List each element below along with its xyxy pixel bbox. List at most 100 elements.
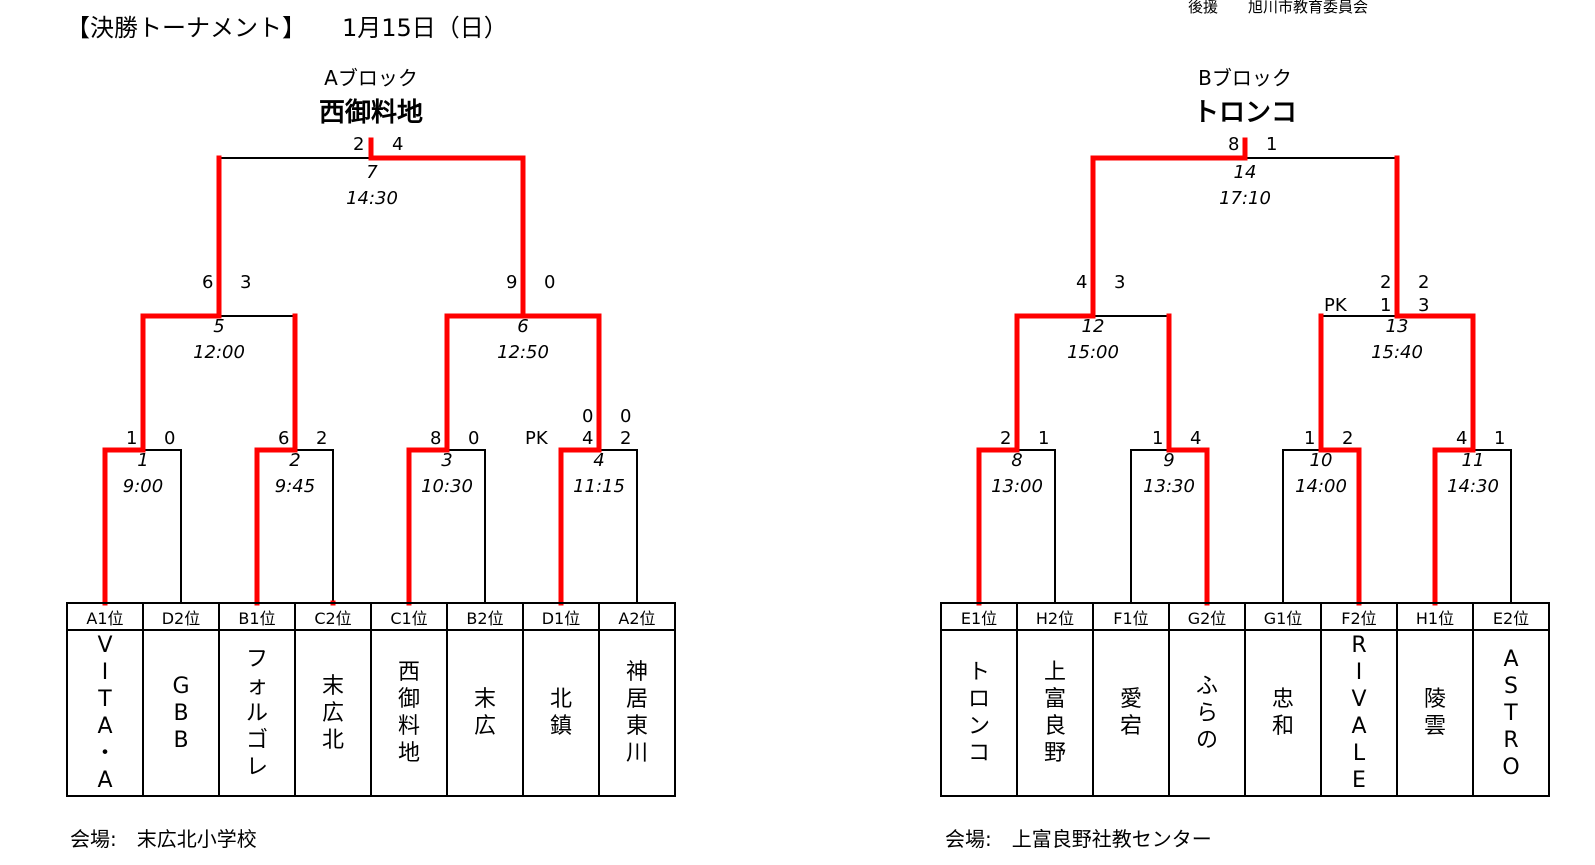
match-number: 8 <box>1011 450 1023 471</box>
block-b-black-lines <box>978 157 1512 604</box>
match-info: 12 15:00 <box>1048 314 1138 366</box>
score-right: 0 <box>544 272 556 293</box>
match-info: 11 14:30 <box>1428 448 1518 500</box>
match-info: 14 17:10 <box>1200 160 1290 212</box>
team-name: 愛 宕 <box>1092 629 1170 797</box>
score-right: 3 <box>240 272 252 293</box>
score-left: 2 <box>353 134 365 155</box>
block-a-winner: 西御料地 <box>318 98 423 128</box>
team-name: G B B <box>142 629 220 797</box>
match-info: 8 13:00 <box>972 448 1062 500</box>
seed-label: A2位 <box>598 602 676 631</box>
pk-label: PK <box>1324 295 1347 316</box>
team-name: ト ロ ン コ <box>940 629 1018 797</box>
match-time: 14:00 <box>1295 476 1347 497</box>
team-name: 神 居 東 川 <box>598 629 676 797</box>
block-a-black-lines <box>104 157 638 604</box>
match-time: 9:45 <box>274 476 316 497</box>
seed-label: B2位 <box>446 602 524 631</box>
team-name: 西 御 料 地 <box>370 629 448 797</box>
match-time: 14:30 <box>1447 476 1499 497</box>
pk-label: PK <box>525 428 548 449</box>
seed-label: C1位 <box>370 602 448 631</box>
match-time: 13:00 <box>991 476 1043 497</box>
block-b-winner-lines <box>976 137 1476 606</box>
score-right: 3 <box>1418 295 1430 316</box>
score-left: 1 <box>1380 295 1392 316</box>
match-time: 17:10 <box>1219 188 1271 209</box>
match-number: 3 <box>441 450 453 471</box>
seed-label: A1位 <box>66 602 144 631</box>
score-right: 4 <box>392 134 404 155</box>
team-name: V I T A ・ A <box>66 629 144 797</box>
seed-label: G1位 <box>1244 602 1322 631</box>
match-time: 10:30 <box>421 476 473 497</box>
score-left: 8 <box>430 428 442 449</box>
score-right: 0 <box>468 428 480 449</box>
match-time: 15:00 <box>1067 342 1119 363</box>
score-right: 0 <box>164 428 176 449</box>
match-number: 9 <box>1163 450 1175 471</box>
page-title: 【決勝トーナメント】 1月15日（日） <box>66 14 508 42</box>
score-left: 1 <box>126 428 138 449</box>
score-right: 1 <box>1038 428 1050 449</box>
seed-label: H1位 <box>1396 602 1474 631</box>
match-number: 1 <box>137 450 149 471</box>
score-right-regular: 2 <box>1418 272 1430 293</box>
seed-label: D1位 <box>522 602 600 631</box>
match-number: 12 <box>1081 316 1105 337</box>
match-number: 6 <box>517 316 529 337</box>
match-time: 13:30 <box>1143 476 1195 497</box>
block-b-winner: トロンコ <box>1192 98 1297 128</box>
score-right: 2 <box>620 428 632 449</box>
score-right: 1 <box>1266 134 1278 155</box>
block-a-venue: 会場: 末広北小学校 <box>70 827 257 851</box>
score-right: 4 <box>1190 428 1202 449</box>
seed-label: F2位 <box>1320 602 1398 631</box>
score-right: 2 <box>316 428 328 449</box>
block-a-label: Aブロック <box>324 66 418 90</box>
match-time: 11:15 <box>573 476 625 497</box>
match-time: 12:50 <box>497 342 549 363</box>
block-a-winner-lines <box>102 137 602 606</box>
seed-label: G2位 <box>1168 602 1246 631</box>
block-b-team-table: E1位 H2位 F1位 G2位 G1位 F2位 H1位 E2位 ト ロ ン コ … <box>940 602 1550 797</box>
team-name: R I V A L E <box>1320 629 1398 797</box>
block-a-team-table: A1位 D2位 B1位 C2位 C1位 B2位 D1位 A2位 V I T A … <box>66 602 676 797</box>
score-left: 1 <box>1152 428 1164 449</box>
match-time: 14:30 <box>346 188 398 209</box>
score-left: 6 <box>202 272 214 293</box>
team-name: 陵 雲 <box>1396 629 1474 797</box>
team-name: 末 広 北 <box>294 629 372 797</box>
match-number: 7 <box>366 162 378 183</box>
sponsor-note: 後援 旭川市教育委員会 <box>1188 0 1369 16</box>
score-right-regular: 0 <box>620 406 632 427</box>
match-time: 15:40 <box>1371 342 1423 363</box>
match-number: 5 <box>213 316 225 337</box>
seed-label: F1位 <box>1092 602 1170 631</box>
match-info: 5 12:00 <box>174 314 264 366</box>
score-right: 1 <box>1494 428 1506 449</box>
score-left: 1 <box>1304 428 1316 449</box>
score-left-regular: 2 <box>1380 272 1392 293</box>
team-name: フ ォ ル ゴ レ <box>218 629 296 797</box>
seed-label: B1位 <box>218 602 296 631</box>
match-info: 7 14:30 <box>327 160 417 212</box>
match-number: 14 <box>1233 162 1257 183</box>
match-number: 11 <box>1461 450 1485 471</box>
match-info: 3 10:30 <box>402 448 492 500</box>
team-name: 忠 和 <box>1244 629 1322 797</box>
match-number: 13 <box>1385 316 1409 337</box>
match-time: 12:00 <box>193 342 245 363</box>
match-number: 2 <box>289 450 301 471</box>
team-name: A S T R O <box>1472 629 1550 797</box>
block-b-label: Bブロック <box>1198 66 1292 90</box>
seed-label: E1位 <box>940 602 1018 631</box>
seed-label: H2位 <box>1016 602 1094 631</box>
score-left: 8 <box>1228 134 1240 155</box>
match-info: 13 15:40 <box>1352 314 1442 366</box>
score-right: 2 <box>1342 428 1354 449</box>
